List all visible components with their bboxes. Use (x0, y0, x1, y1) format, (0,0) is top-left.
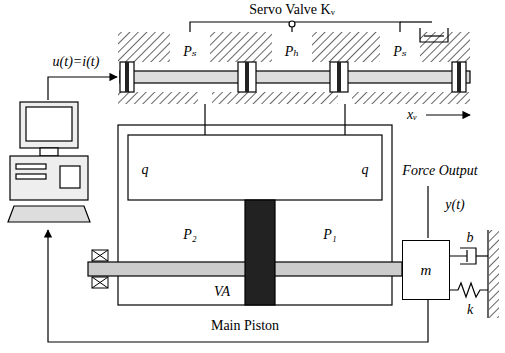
port-label: Pₕ (283, 45, 302, 59)
spring-label: k (465, 303, 475, 317)
pressure-label: P₁ (321, 228, 338, 242)
signal-label: y(t) (443, 198, 466, 212)
port-label: Pₛ (181, 45, 198, 59)
component-title: Servo Valve Kᵥ (247, 3, 337, 17)
signal-label: u(t)=i(t) (51, 55, 102, 69)
node-text: m (421, 263, 432, 278)
damper-spring (450, 230, 488, 318)
cylinder (88, 104, 402, 305)
wall (489, 230, 499, 318)
damper-label: b (465, 231, 476, 245)
port-label: Pₛ (391, 45, 408, 59)
mass-block: m (402, 240, 450, 300)
pressure-label: P₂ (181, 228, 198, 242)
flow-label: q (140, 163, 151, 177)
signal-label: Force Output (400, 164, 479, 178)
computer-symbol (8, 102, 90, 222)
valve-spool (120, 62, 470, 92)
signal-label: xᵥ (405, 108, 419, 122)
area-label: VA (212, 285, 232, 299)
flow-label: q (360, 163, 371, 177)
part-name: Main Piston (209, 319, 281, 333)
signal-lines (48, 77, 470, 342)
rod-seal (92, 250, 108, 288)
valve-body (118, 32, 470, 104)
